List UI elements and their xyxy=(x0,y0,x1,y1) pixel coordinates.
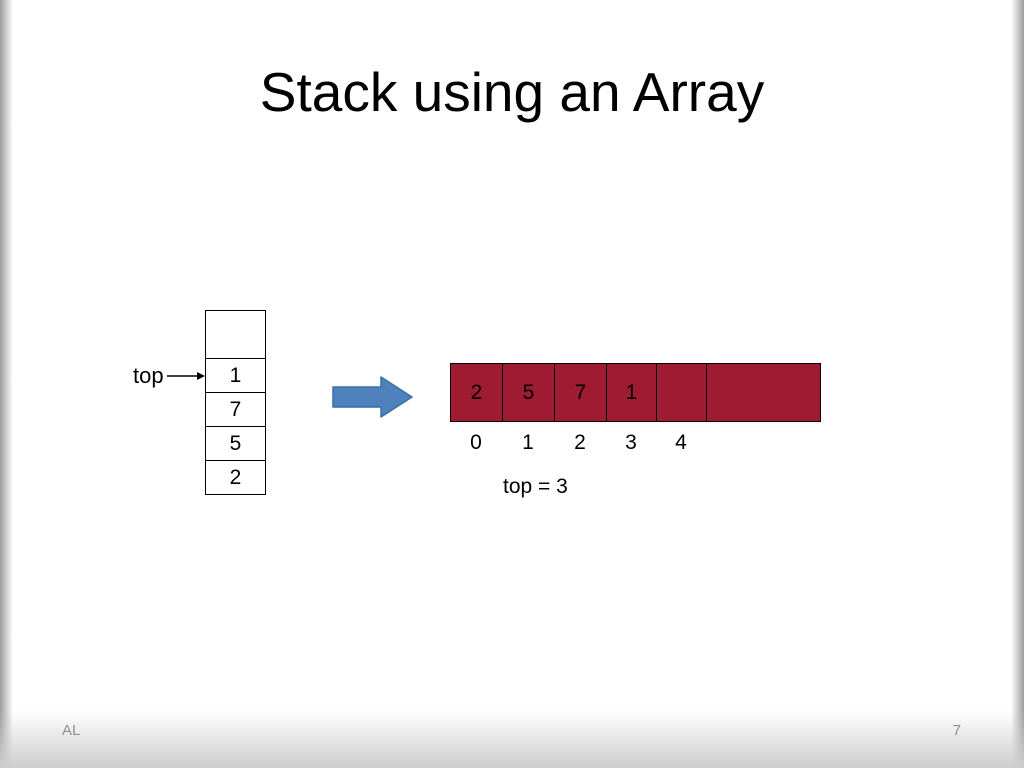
footer-author: AL xyxy=(62,722,81,739)
page-number: 7 xyxy=(952,722,961,739)
stack-cell: 5 xyxy=(206,426,265,460)
array-cell xyxy=(707,364,820,421)
array-cell xyxy=(657,364,707,421)
array-row: 2 5 7 1 xyxy=(450,363,821,422)
slide-title: Stack using an Array xyxy=(259,61,765,123)
array-index: 4 xyxy=(675,431,687,454)
pointer-arrow-icon xyxy=(166,372,205,380)
array-cell: 7 xyxy=(555,364,607,421)
array-index: 1 xyxy=(522,431,534,454)
array-cell: 2 xyxy=(451,364,503,421)
array-index: 3 xyxy=(625,431,637,454)
top-pointer: top xyxy=(133,363,205,389)
stack-cell-empty xyxy=(206,311,265,358)
right-block-arrow-icon xyxy=(332,376,413,418)
slide-edge-left xyxy=(0,0,13,768)
stack-cell: 7 xyxy=(206,392,265,426)
array-index: 0 xyxy=(470,431,482,454)
slide-edge-right xyxy=(1011,0,1024,768)
stack-column: 1 7 5 2 xyxy=(205,310,266,495)
top-value-label: top = 3 xyxy=(503,475,568,498)
top-pointer-label: top xyxy=(133,363,164,388)
array-index: 2 xyxy=(574,431,586,454)
array-cell: 1 xyxy=(607,364,657,421)
stack-cell: 2 xyxy=(206,460,265,494)
slide-edge-bottom xyxy=(0,710,1024,768)
array-indices: 0 1 2 3 4 xyxy=(450,431,706,455)
stack-cell: 1 xyxy=(206,358,265,392)
array-cell: 5 xyxy=(503,364,555,421)
